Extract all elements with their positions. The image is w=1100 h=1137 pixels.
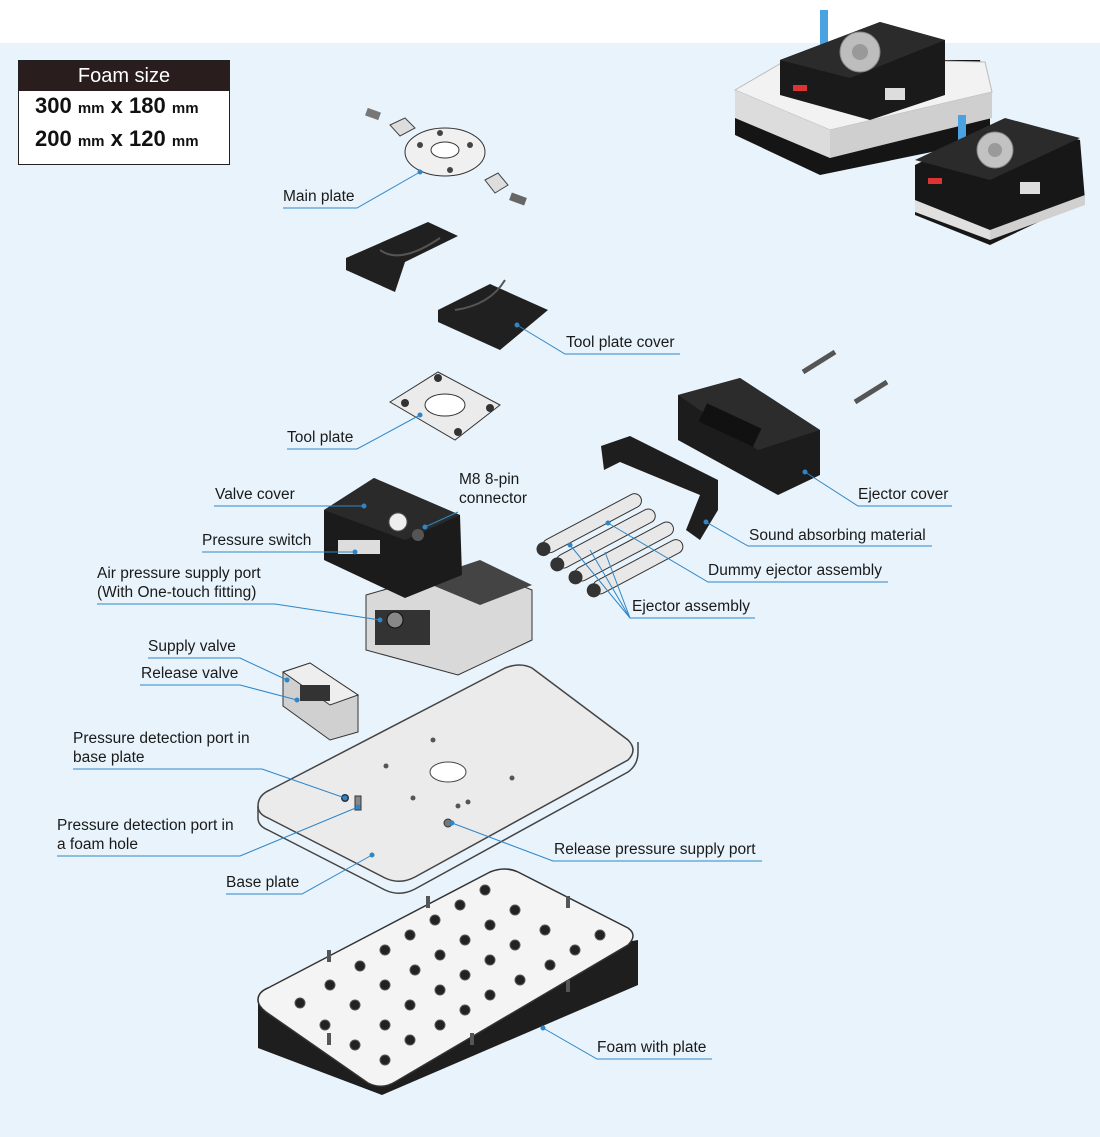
foam-size-unit: mm xyxy=(77,133,105,150)
label-tool-plate-cover: Tool plate cover xyxy=(566,334,675,351)
valve-cover-part xyxy=(324,478,462,598)
label-pd-foam-line1: Pressure detection port in xyxy=(57,817,234,834)
bolt-parts xyxy=(801,349,889,405)
label-air-supply-line2: (With One-touch fitting) xyxy=(97,584,257,601)
label-m8-connector-line1: M8 8-pin xyxy=(459,471,520,488)
label-valve-cover: Valve cover xyxy=(215,486,295,503)
main-plate-part xyxy=(365,107,527,206)
label-release-valve: Release valve xyxy=(141,665,239,682)
label-air-supply-line1: Air pressure supply port xyxy=(97,565,261,582)
foam-size-row: 300 mm x 180 mm xyxy=(19,91,229,124)
label-ejector-cover: Ejector cover xyxy=(858,486,949,503)
foam-size-unit: mm xyxy=(77,100,105,117)
label-supply-valve: Supply valve xyxy=(148,638,236,655)
foam-size-a: 300 xyxy=(35,93,72,118)
foam-size-a: 200 xyxy=(35,126,72,151)
label-pd-base-line2: base plate xyxy=(73,749,145,766)
label-m8-connector-line2: connector xyxy=(459,490,528,507)
foam-size-x: x xyxy=(110,93,123,118)
foam-size-unit: mm xyxy=(171,100,199,117)
product-photo-large xyxy=(733,10,993,175)
foam-size-row: 200 mm x 120 mm xyxy=(19,124,229,157)
base-plate-part xyxy=(257,664,639,894)
label-pressure-switch: Pressure switch xyxy=(202,532,312,549)
foam-with-plate-part xyxy=(257,868,638,1095)
foam-size-x: x xyxy=(110,126,123,151)
foam-size-b: 120 xyxy=(129,126,166,151)
label-ejector-assembly: Ejector assembly xyxy=(632,598,751,615)
label-pd-base-line1: Pressure detection port in xyxy=(73,730,250,747)
label-sound-absorbing: Sound absorbing material xyxy=(749,527,926,544)
tool-plate-part xyxy=(389,371,501,441)
label-release-pressure: Release pressure supply port xyxy=(554,841,756,858)
label-pd-foam-line2: a foam hole xyxy=(57,836,138,853)
label-main-plate: Main plate xyxy=(283,188,355,205)
foam-size-title: Foam size xyxy=(19,61,229,91)
tool-plate-cover-part xyxy=(346,222,548,350)
ejector-cover-part xyxy=(678,378,820,495)
foam-size-b: 180 xyxy=(129,93,166,118)
foam-size-unit: mm xyxy=(171,133,199,150)
label-dummy-ejector: Dummy ejector assembly xyxy=(708,562,882,579)
product-photo-small xyxy=(915,115,1085,245)
sound-absorbing-part xyxy=(601,436,718,540)
label-tool-plate: Tool plate xyxy=(287,429,354,446)
label-foam-with-plate: Foam with plate xyxy=(597,1039,707,1056)
label-base-plate: Base plate xyxy=(226,874,300,891)
leader-lines xyxy=(57,169,952,1060)
ejector-assembly-parts xyxy=(536,493,684,598)
foam-size-box: Foam size 300 mm x 180 mm 200 mm x 120 m… xyxy=(18,60,230,165)
supply-release-valve-part xyxy=(281,662,360,741)
